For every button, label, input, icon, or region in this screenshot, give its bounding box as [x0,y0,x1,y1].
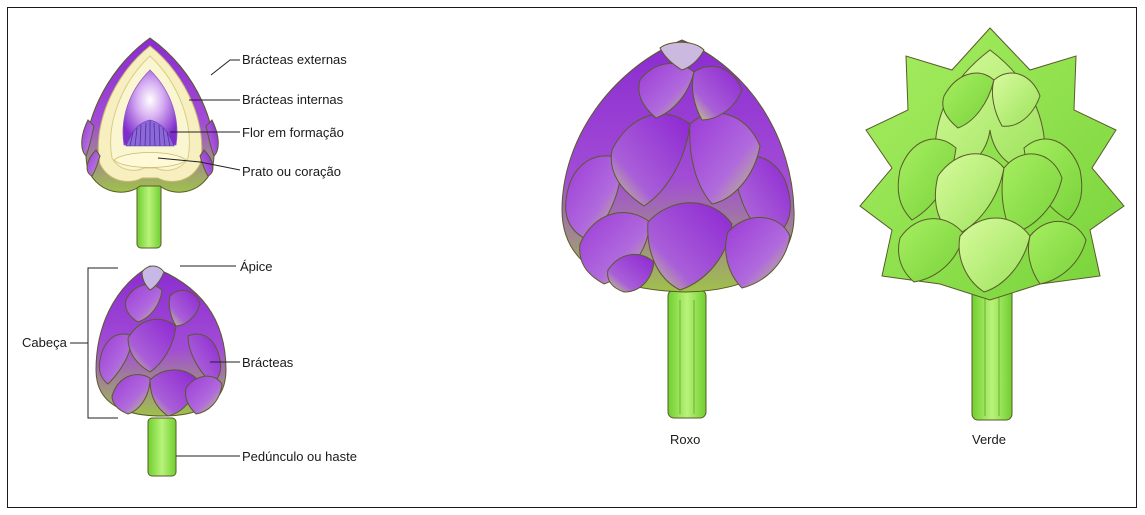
label-prato-ou-coracao: Prato ou coração [242,164,341,179]
roxo-stem [668,290,706,418]
label-flor-em-formacao: Flor em formação [242,125,344,140]
cross-section-stem [137,176,161,248]
artichoke-cross-section [82,38,219,248]
verde-bracts [860,28,1124,300]
label-bracteas: Brácteas [242,355,294,370]
verde-stem [972,282,1012,420]
label-bracteas-internas: Brácteas internas [242,92,344,107]
parts-bracts [99,266,222,416]
label-apice: Ápice [240,259,273,274]
label-pedunculo-ou-haste: Pedúnculo ou haste [242,449,357,464]
artichoke-verde [860,28,1124,420]
label-bracteas-externas: Brácteas externas [242,52,347,67]
artichoke-parts [96,266,226,476]
label-cabeca: Cabeça [22,335,68,350]
label-verde: Verde [972,432,1006,447]
label-roxo: Roxo [670,432,700,447]
artichoke-roxo [562,40,794,418]
parts-stem [148,418,176,476]
